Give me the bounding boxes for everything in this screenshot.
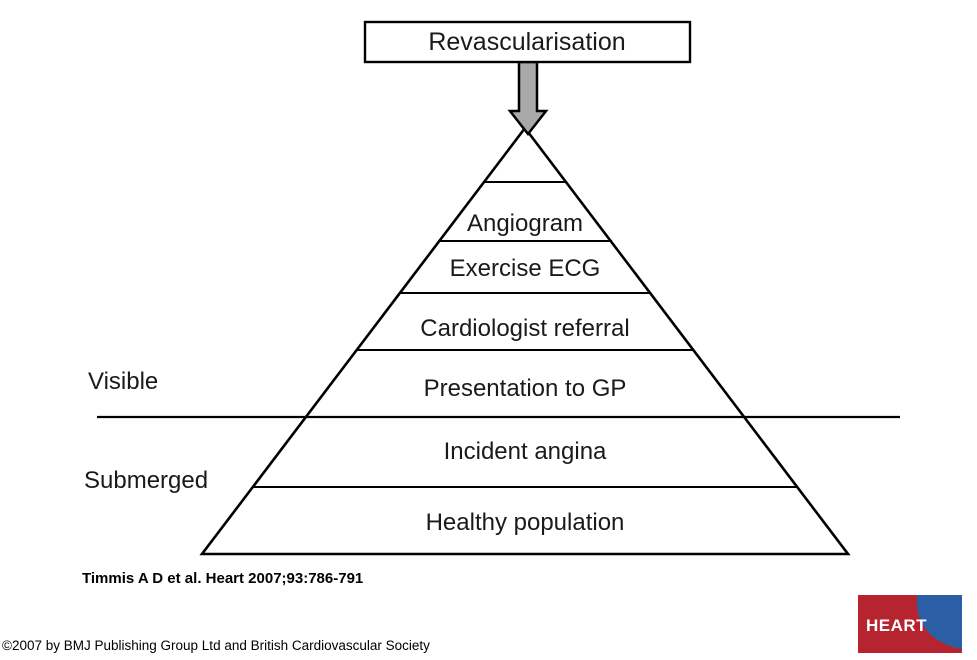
heart-logo-label: HEART — [866, 616, 927, 635]
revascularisation-label: Revascularisation — [428, 28, 625, 56]
citation-text: Timmis A D et al. Heart 2007;93:786-791 — [82, 570, 363, 587]
down-arrow-icon — [507, 60, 549, 137]
revascularisation-box — [363, 20, 692, 64]
copyright-text: ©2007 by BMJ Publishing Group Ltd and Br… — [2, 638, 430, 653]
pyramid-layer-label-exercise-ecg: Exercise ECG — [450, 255, 601, 282]
pyramid-layer-label-incident-angina: Incident angina — [444, 438, 607, 465]
pyramid-layer-label-presentation-to-gp: Presentation to GP — [424, 375, 627, 402]
heart-journal-logo: HEART — [858, 595, 962, 653]
submerged-zone-label: Submerged — [84, 467, 208, 494]
pyramid-layer-label-cardiologist-referral: Cardiologist referral — [420, 315, 629, 342]
visible-zone-label: Visible — [88, 368, 158, 395]
pyramid-outline — [199, 125, 851, 556]
pyramid-layer-label-healthy-population: Healthy population — [426, 509, 625, 536]
pyramid-layer-label-angiogram: Angiogram — [467, 210, 583, 237]
heart-logo-blue-swoosh — [916, 595, 962, 649]
